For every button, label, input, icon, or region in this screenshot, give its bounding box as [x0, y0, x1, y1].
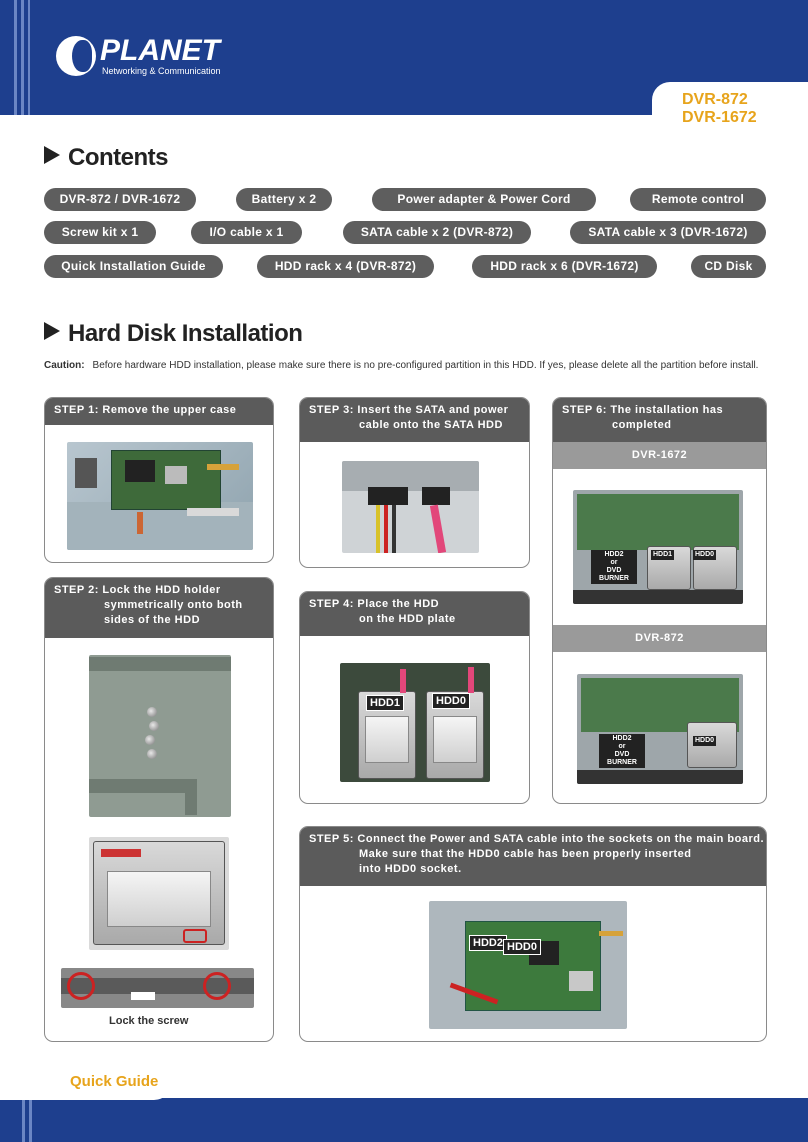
- hdd-installation-title: Hard Disk Installation: [44, 320, 303, 348]
- contents-item: Remote control: [630, 188, 766, 211]
- contents-item: SATA cable x 2 (DVR-872): [343, 221, 531, 244]
- caution-label: Caution:: [44, 360, 85, 371]
- model-name: DVR-872: [682, 91, 748, 108]
- step2-card: STEP 2: Lock the HDD holder symmetricall…: [44, 577, 274, 1042]
- model-name: DVR-1672: [682, 109, 757, 126]
- contents-item: CD Disk: [691, 255, 766, 278]
- dvr872-photo: HDD2 or DVD BURNER HDD0: [577, 674, 743, 784]
- header-band: PLANET Networking & Communication: [0, 0, 808, 115]
- lock-screw-photo: [61, 968, 254, 1008]
- contents-item: DVR-872 / DVR-1672: [44, 188, 196, 211]
- triangle-bullet-icon: [44, 322, 60, 340]
- step3-photo: [342, 461, 479, 553]
- contents-title: Contents: [44, 144, 169, 172]
- step4-heading: STEP 4: Place the HDD on the HDD plate: [300, 592, 529, 636]
- step4-card: STEP 4: Place the HDD on the HDD plate H…: [299, 591, 530, 804]
- hdd-label: HDD1: [366, 695, 404, 711]
- step6-card: STEP 6: The installation has completed D…: [552, 397, 767, 804]
- hdd-label: HDD0: [432, 693, 470, 709]
- contents-item: Power adapter & Power Cord: [372, 188, 596, 211]
- planet-logo: PLANET Networking & Communication: [56, 36, 236, 80]
- contents-item: SATA cable x 3 (DVR-1672): [570, 221, 766, 244]
- triangle-bullet-icon: [44, 146, 60, 164]
- hdd-label: HDD1: [651, 550, 675, 560]
- step4-photo: HDD1 HDD0: [340, 663, 490, 782]
- brand-tagline: Networking & Communication: [102, 66, 221, 76]
- step1-heading: STEP 1: Remove the upper case: [45, 398, 273, 425]
- hdd-label: HDD0: [503, 939, 541, 955]
- burner-label: HDD2 or DVD BURNER: [591, 550, 637, 584]
- planet-logo-icon: [56, 36, 96, 76]
- footer-stripes: [22, 1098, 42, 1142]
- contents-item: Screw kit x 1: [44, 221, 156, 244]
- step2-heading: STEP 2: Lock the HDD holder symmetricall…: [45, 578, 273, 638]
- step1-photo: [67, 442, 253, 550]
- step3-card: STEP 3: Insert the SATA and power cable …: [299, 397, 530, 568]
- footer-tab: Quick Guide: [0, 1068, 172, 1100]
- step6-heading: STEP 6: The installation has completed: [553, 398, 766, 442]
- caution-note: Caution: Before hardware HDD installation…: [44, 360, 758, 372]
- contents-item: HDD rack x 6 (DVR-1672): [472, 255, 657, 278]
- hdd-holder-photo: [89, 655, 231, 817]
- step5-photo: HDD2 HDD0: [429, 901, 627, 1029]
- hdd-label: HDD0: [693, 736, 717, 746]
- dvr872-subheading: DVR-872: [553, 625, 766, 652]
- burner-label: HDD2 or DVD BURNER: [599, 734, 645, 768]
- footer-band: [0, 1098, 808, 1142]
- hdd-photo: [89, 837, 229, 950]
- dvr1672-photo: HDD2 or DVD BURNER HDD1 HDD0: [573, 490, 743, 604]
- step3-heading: STEP 3: Insert the SATA and power cable …: [300, 398, 529, 442]
- model-tab: DVR-872 DVR-1672: [652, 82, 808, 138]
- hdd-label: HDD2: [469, 935, 507, 951]
- caution-text: Before hardware HDD installation, please…: [92, 360, 759, 371]
- footer-label: Quick Guide: [70, 1073, 159, 1090]
- contents-item: I/O cable x 1: [191, 221, 302, 244]
- contents-item: Quick Installation Guide: [44, 255, 223, 278]
- header-stripes: [14, 0, 44, 115]
- lock-screw-caption: Lock the screw: [109, 1015, 189, 1027]
- brand-name: PLANET: [100, 34, 220, 67]
- step5-heading: STEP 5: Connect the Power and SATA cable…: [300, 827, 766, 886]
- contents-item: HDD rack x 4 (DVR-872): [257, 255, 434, 278]
- step5-card: STEP 5: Connect the Power and SATA cable…: [299, 826, 767, 1042]
- dvr1672-subheading: DVR-1672: [553, 442, 766, 469]
- hdd-label: HDD0: [693, 550, 717, 560]
- step1-card: STEP 1: Remove the upper case: [44, 397, 274, 563]
- contents-item: Battery x 2: [236, 188, 332, 211]
